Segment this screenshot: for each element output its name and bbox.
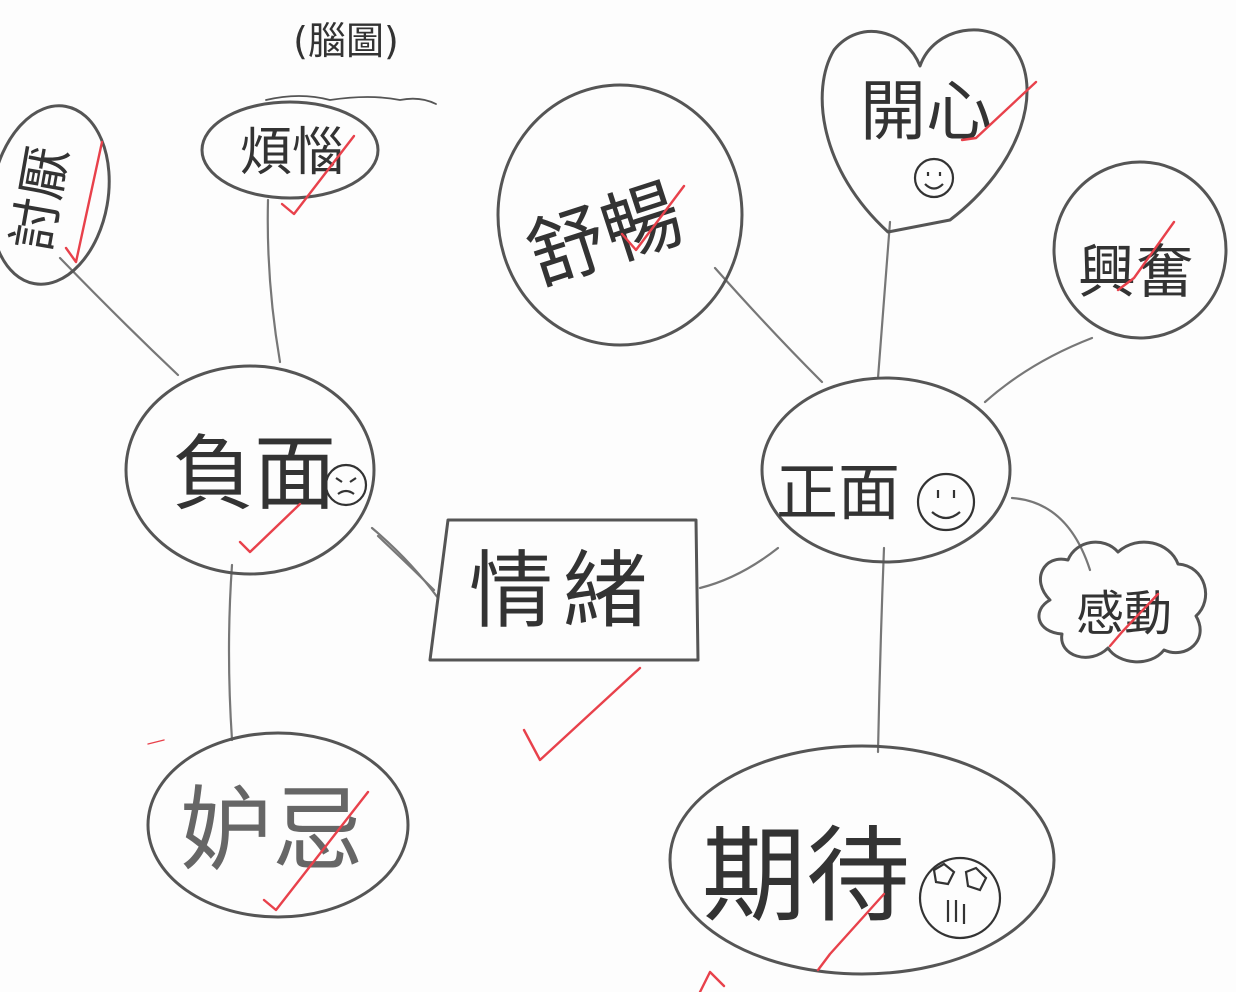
comfort-label: 舒暢 <box>517 169 693 303</box>
check-happy-icon <box>960 80 1038 142</box>
node-hate-bubble <box>0 104 111 286</box>
check-negative-icon <box>238 502 302 554</box>
node-moved-cloud <box>1037 540 1208 664</box>
node-jealousy-bubble <box>146 731 410 919</box>
connector-lines <box>58 198 1094 754</box>
stray-red-mark-icon <box>147 739 165 745</box>
negative-face-icon <box>324 463 368 507</box>
check-marks <box>64 80 1176 992</box>
check-jealousy-icon <box>262 790 370 912</box>
page-title: (腦圖) <box>293 19 399 63</box>
center-box <box>428 518 700 662</box>
happy-label: 開心 <box>860 73 992 150</box>
center-label: 情緒 <box>469 542 657 640</box>
check-moved-icon <box>1108 592 1160 648</box>
node-worry-bubble <box>200 100 380 200</box>
check-mark-bottom-icon <box>698 970 726 992</box>
expect-label: 期待 <box>702 815 910 937</box>
jealousy-label: 妒忌 <box>180 777 364 884</box>
worry-label: 煩惱 <box>240 123 344 183</box>
negative-label: 負面 <box>172 427 336 522</box>
node-excited-bubble <box>1052 160 1228 340</box>
node-happy-heart <box>820 28 1029 234</box>
expect-face-icon <box>918 856 1002 940</box>
positive-label: 正面 <box>776 456 900 529</box>
check-comfort-icon <box>620 184 686 252</box>
check-worry-icon <box>280 134 356 216</box>
node-expect-bubble <box>668 744 1056 976</box>
node-negative-bubble <box>124 364 376 576</box>
check-expect-icon <box>816 892 886 972</box>
title-scribble <box>265 95 437 105</box>
positive-smiley-icon <box>916 472 976 532</box>
excited-label: 興奮 <box>1078 238 1194 306</box>
check-hate-icon <box>64 140 104 264</box>
node-positive-bubble <box>760 376 1012 564</box>
hate-label: 討厭 <box>3 142 80 255</box>
check-center-icon <box>522 666 642 762</box>
happy-smiley-icon <box>913 157 955 199</box>
check-excited-icon <box>1116 220 1176 292</box>
node-comfort-bubble <box>496 83 744 347</box>
